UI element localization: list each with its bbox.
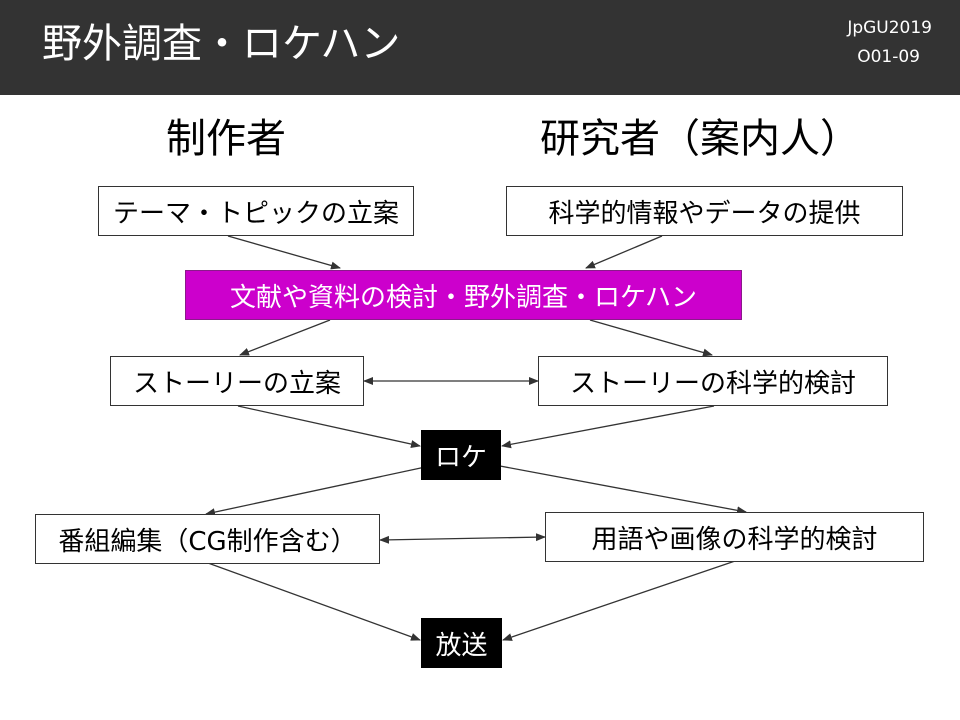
- arrow-editing-term-check: [379, 533, 546, 544]
- arrow-location-to-term-check: [499, 465, 747, 515]
- arrow-editing-to-broadcast: [207, 562, 421, 641]
- header-bar: 野外調査・ロケハン JpGU2019 O01-09: [0, 0, 960, 95]
- term-image-check-box: 用語や画像の科学的検討: [545, 512, 924, 562]
- story-planning-box: ストーリーの立案: [110, 356, 364, 406]
- arrow-theme-to-review: [227, 235, 341, 270]
- program-editing-box: 番組編集（CG制作含む）: [35, 514, 380, 564]
- arrow-story-check-to-location: [501, 405, 715, 449]
- science-info-box: 科学的情報やデータの提供: [506, 186, 903, 236]
- broadcast-box: 放送: [421, 618, 502, 668]
- slide-title: 野外調査・ロケハン: [42, 21, 401, 67]
- arrow-review-to-story-check: [589, 319, 713, 357]
- arrow-review-to-story-plan: [239, 319, 331, 356]
- arrow-story-plan-to-location: [237, 405, 421, 448]
- conference-label: JpGU2019: [847, 18, 932, 38]
- arrow-location-to-editing: [205, 465, 431, 517]
- location-shoot-box: ロケ: [421, 430, 501, 480]
- arrow-science-to-review: [585, 235, 663, 269]
- literature-review-box: 文献や資料の検討・野外調査・ロケハン: [185, 270, 742, 320]
- researcher-heading: 研究者（案内人）: [540, 116, 860, 162]
- producer-heading: 制作者: [166, 116, 286, 162]
- session-code: O01-09: [857, 47, 920, 67]
- theme-planning-box: テーマ・トピックの立案: [98, 186, 414, 236]
- story-science-check-box: ストーリーの科学的検討: [538, 356, 888, 406]
- arrow-term-check-to-broadcast: [502, 559, 739, 641]
